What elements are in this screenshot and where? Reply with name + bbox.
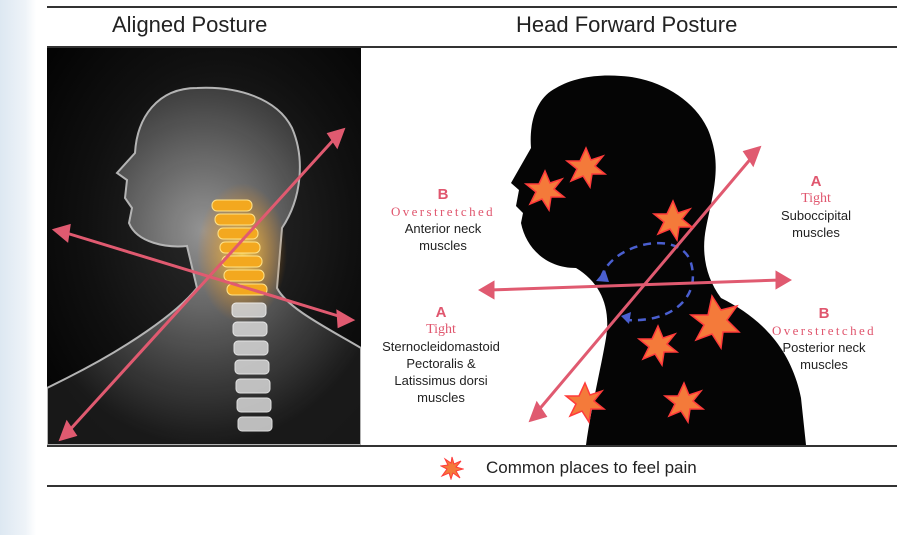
label-anterior-neck: B Overstretched Anterior neck muscles xyxy=(363,186,523,254)
label-suboccipital-letter: A xyxy=(761,173,871,190)
label-anterior-status: Overstretched xyxy=(363,203,523,220)
label-suboccipital-line1: Suboccipital xyxy=(761,207,871,224)
head-forward-posture-panel: B Overstretched Anterior neck muscles A … xyxy=(361,48,897,445)
legend: Common places to feel pain xyxy=(440,456,697,480)
label-sternocleidomastoid: A Tight Sternocleidomastoid Pectoralis &… xyxy=(361,304,521,406)
left-edge-gradient xyxy=(0,0,36,535)
label-suboccipital-line2: muscles xyxy=(761,224,871,241)
label-sterno-line4: muscles xyxy=(361,389,521,406)
image-bottom-rule xyxy=(47,445,897,447)
label-anterior-letter: B xyxy=(363,186,523,203)
label-sterno-letter: A xyxy=(361,304,521,321)
legend-text: Common places to feel pain xyxy=(486,458,697,478)
top-rule xyxy=(47,6,897,8)
bottom-rule xyxy=(47,485,897,487)
label-sterno-line3: Latissimus dorsi xyxy=(361,372,521,389)
title-aligned-posture: Aligned Posture xyxy=(112,12,267,38)
label-posterior-letter: B xyxy=(751,305,897,322)
label-anterior-line1: Anterior neck xyxy=(363,220,523,237)
label-posterior-line1: Posterior neck xyxy=(751,339,897,356)
title-head-forward-posture: Head Forward Posture xyxy=(516,12,737,38)
label-sterno-line2: Pectoralis & xyxy=(361,355,521,372)
label-posterior-status: Overstretched xyxy=(751,322,897,339)
label-sterno-line1: Sternocleidomastoid xyxy=(361,338,521,355)
label-posterior-line2: muscles xyxy=(751,356,897,373)
label-suboccipital: A Tight Suboccipital muscles xyxy=(761,173,871,241)
label-sterno-status: Tight xyxy=(361,321,521,338)
aligned-posture-image xyxy=(47,48,361,445)
label-posterior-neck: B Overstretched Posterior neck muscles xyxy=(751,305,897,373)
label-anterior-line2: muscles xyxy=(363,237,523,254)
label-suboccipital-status: Tight xyxy=(761,190,871,207)
aligned-posture-illustration xyxy=(47,48,361,445)
pain-burst-icon xyxy=(440,456,464,480)
